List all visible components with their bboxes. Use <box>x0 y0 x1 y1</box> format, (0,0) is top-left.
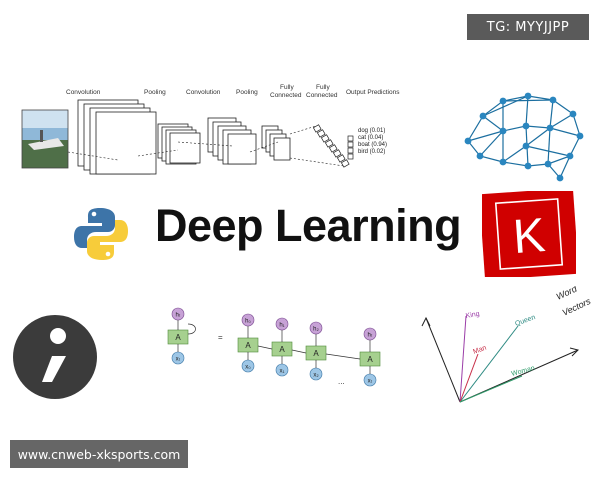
word-label: Queen <box>514 314 536 328</box>
fully-connected-layer <box>312 124 350 168</box>
telegram-badge: TG: MYYJJPP <box>467 14 589 40</box>
word-label: King <box>465 311 480 320</box>
word-label: Woman <box>511 365 536 378</box>
hidden-label: h₁ <box>279 323 284 329</box>
word-label: Man <box>472 345 487 356</box>
input-label: x₂ <box>313 373 319 379</box>
cell-label: A <box>313 349 319 358</box>
input-label: x₁ <box>279 369 284 375</box>
equals-sign: = <box>218 333 223 342</box>
hidden-label: hₜ <box>175 313 180 319</box>
pool-layer-1 <box>157 123 201 165</box>
word-vectors-title: Vectors <box>561 296 593 318</box>
input-image <box>21 109 69 169</box>
hidden-label: h₀ <box>245 319 251 325</box>
input-label: xₜ <box>368 379 373 385</box>
rnn-diagram: hₜ A xₜ = h₀ A x₀ h₁ A x₁ h₂ <box>167 307 381 387</box>
vector-woman <box>459 375 523 403</box>
cell-label: A <box>245 341 251 350</box>
python-logo-icon <box>74 208 128 260</box>
word-vectors-title: Word <box>555 286 580 302</box>
cnn-stage-label: Convolution <box>66 89 101 96</box>
cnn-stage-label: Output Predictions <box>346 89 400 96</box>
cell-label: A <box>175 333 181 342</box>
cnn-stage-label: Pooling <box>144 89 166 96</box>
vector-man <box>459 353 479 403</box>
vector-king <box>459 315 467 403</box>
conv-layer-2 <box>207 117 257 165</box>
ellipsis: ... <box>338 377 345 386</box>
website-badge[interactable]: www.cnweb-xksports.com <box>10 440 188 468</box>
prediction-label: cat (0.04) <box>358 135 383 141</box>
prediction-label: bird (0.02) <box>358 149 385 155</box>
prediction-label: boat (0.94) <box>358 142 387 148</box>
cnn-stage-label: Pooling <box>236 89 258 96</box>
cnn-diagram: Convolution Pooling Convolution Pooling … <box>21 84 400 175</box>
rnn-unrolled: h₀ A x₀ h₁ A x₁ h₂ A x₂ ... hₜ A <box>237 313 381 387</box>
input-label: xₜ <box>176 357 181 363</box>
hidden-label: h₂ <box>313 327 319 333</box>
cell-label: A <box>279 345 285 354</box>
neural-brain-icon <box>464 92 584 182</box>
rnn-cell-folded: hₜ A xₜ <box>167 307 196 365</box>
cnn-stage-label: Convolution <box>186 89 221 96</box>
vector-queen <box>459 325 519 403</box>
page-title: Deep Learning <box>155 200 462 251</box>
cell-label: A <box>367 355 373 364</box>
semicolon-logo-icon <box>13 315 97 399</box>
hidden-label: hₜ <box>367 333 372 339</box>
prediction-label: dog (0.01) <box>358 128 385 134</box>
keras-logo-icon: K <box>479 187 579 281</box>
input-label: x₀ <box>245 365 251 371</box>
pool-layer-2 <box>261 125 291 161</box>
word-vectors-diagram: King Queen Man Woman Word Vectors <box>421 286 593 403</box>
keras-letter: K <box>511 209 547 264</box>
conv-layer-1 <box>77 99 157 175</box>
